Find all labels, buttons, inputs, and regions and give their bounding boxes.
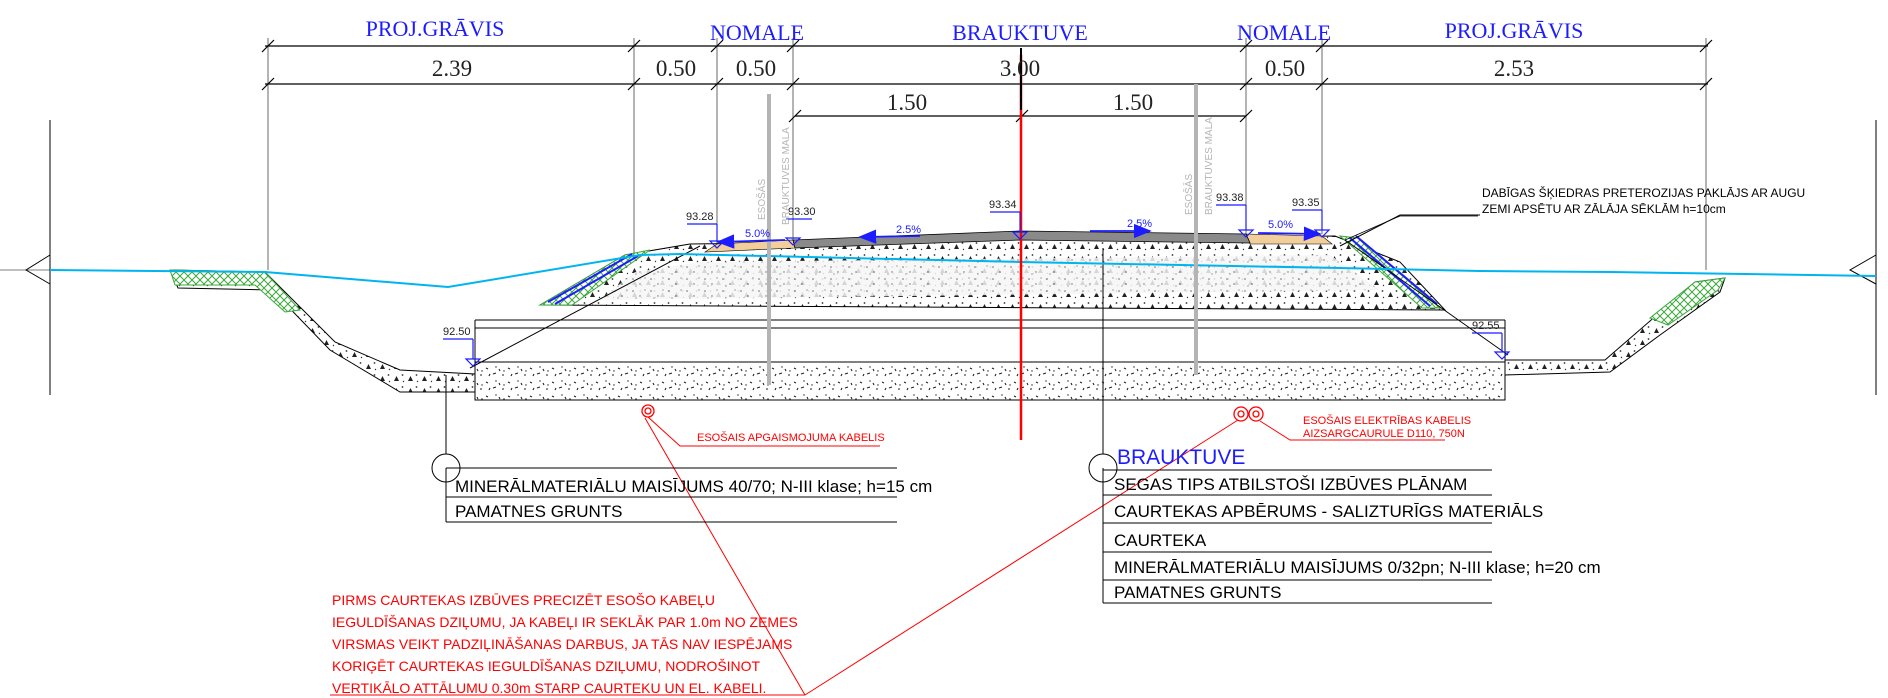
legend-right-row2: CAURTEKAS APBĒRUMS - SALIZTURĪGS MATERIĀ…	[1114, 502, 1543, 521]
embankment-dotted-layer	[600, 255, 1380, 300]
warning-line3: VIRSMAS VEIKT PADZIĻINĀŠANAS DARBUS, JA …	[332, 636, 792, 652]
shoulder-right-fill	[1245, 233, 1333, 245]
edge-label-left-2: BRAUKTUVES MALA	[781, 127, 792, 225]
cable-lighting-icon	[641, 404, 655, 418]
cable-electric-icon	[1233, 406, 1264, 422]
mat-note-line2: ZEMI APSĒTU AR ZĀLĀJA SĒKLĀM h=10cm	[1482, 202, 1726, 216]
elev-5: 93.35	[1292, 197, 1320, 209]
header-carriageway: BRAUKTUVE	[952, 20, 1088, 45]
legend-right-title: BRAUKTUVE	[1117, 446, 1245, 469]
header-ditch-left: PROJ.GRĀVIS	[366, 16, 505, 41]
dimension-chain-top	[261, 38, 1713, 270]
mat-note-line1: DABĪGAS ŠĶIEDRAS PRETEROZIJAS PAKLĀJS AR…	[1482, 185, 1805, 200]
terrain-edges	[0, 120, 1877, 395]
dim-shoulder-right: 0.50	[1265, 56, 1305, 81]
legend-left	[431, 453, 897, 523]
header-shoulder-left: NOMALE	[710, 20, 804, 45]
culvert	[474, 319, 1506, 363]
left-ditch-fill	[169, 269, 479, 393]
cable-electric-label-2: AIZSARGCAURULE D110, 750N	[1303, 428, 1465, 440]
legend-right-row3: CAURTEKA	[1114, 531, 1207, 550]
cable-lighting-label: ESOŠAIS APGAISMOJUMA KABELIS	[697, 431, 885, 444]
legend-right-row4: MINERĀLMATERIĀLU MAISĪJUMS 0/32pn; N-III…	[1114, 558, 1601, 577]
edge-label-right-2: BRAUKTUVES MALA	[1204, 117, 1215, 215]
dim-carriageway: 3.00	[1000, 56, 1040, 81]
header-ditch-right: PROJ.GRĀVIS	[1445, 18, 1584, 43]
warning-line4: KORIĢĒT CAURTEKAS IEGULDĪŠANAS DZIĻUMU, …	[332, 658, 761, 674]
water-level-line	[49, 252, 1877, 289]
foundation-layer	[474, 361, 1506, 401]
elev-7: 92.55	[1472, 320, 1500, 332]
dim-shoulder-left: 0.50	[736, 56, 776, 81]
dim-ditch-right: 2.53	[1494, 56, 1534, 81]
warning-line5: VERTIKĀLO ATTĀLUMU 0.30m STARP CAURTEKU …	[332, 680, 766, 696]
elev-3: 93.34	[989, 199, 1017, 211]
cable-leaders	[330, 416, 1445, 696]
left-ditch-grass	[169, 269, 302, 313]
mat-note-leader	[1344, 215, 1478, 241]
warning-line2: IEGULDĪŠANAS DZIĻUMU, JA KABEĻI IR SEKLĀ…	[332, 614, 798, 630]
legend-right-row1: SEGAS TIPS ATBILSTOŠI IZBŪVES PLĀNAM	[1114, 475, 1467, 494]
elev-6: 92.50	[443, 326, 471, 338]
dim-half-left: 1.50	[887, 90, 927, 115]
elev-4: 93.38	[1216, 192, 1244, 204]
slope-3: 2.5%	[1127, 218, 1152, 230]
elev-2: 93.30	[788, 206, 816, 218]
slope-2: 2.5%	[896, 224, 921, 236]
dim-ditch-left: 2.39	[432, 56, 472, 81]
slope-1: 5.0%	[745, 228, 770, 240]
elev-1: 93.28	[686, 211, 714, 223]
cable-electric-label-1: ESOŠAIS ELEKTRĪBAS KABELIS	[1303, 414, 1471, 427]
erosion-mat-lines	[547, 235, 1438, 307]
dim-half-right: 1.50	[1113, 90, 1153, 115]
header-shoulder-right: NOMALE	[1237, 20, 1331, 45]
legend-left-row1: MINERĀLMATERIĀLU MAISĪJUMS 40/70; N-III …	[455, 477, 932, 496]
legend-right-row5: PAMATNES GRUNTS	[1114, 583, 1282, 602]
warning-line1: PIRMS CAURTEKAS IZBŪVES PRECIZĒT ESOŠO K…	[332, 592, 715, 608]
right-ditch-grass	[1649, 277, 1726, 326]
slope-4: 5.0%	[1268, 219, 1293, 231]
legend-left-row2: PAMATNES GRUNTS	[455, 502, 623, 521]
support-lines	[445, 214, 1509, 462]
dim-gap-left: 0.50	[656, 56, 696, 81]
edge-label-left-1: ESOŠĀS	[755, 179, 768, 220]
slope-arrows	[716, 223, 1322, 249]
legend-right	[1088, 453, 1492, 604]
edge-label-right-1: ESOŠĀS	[1182, 174, 1195, 215]
